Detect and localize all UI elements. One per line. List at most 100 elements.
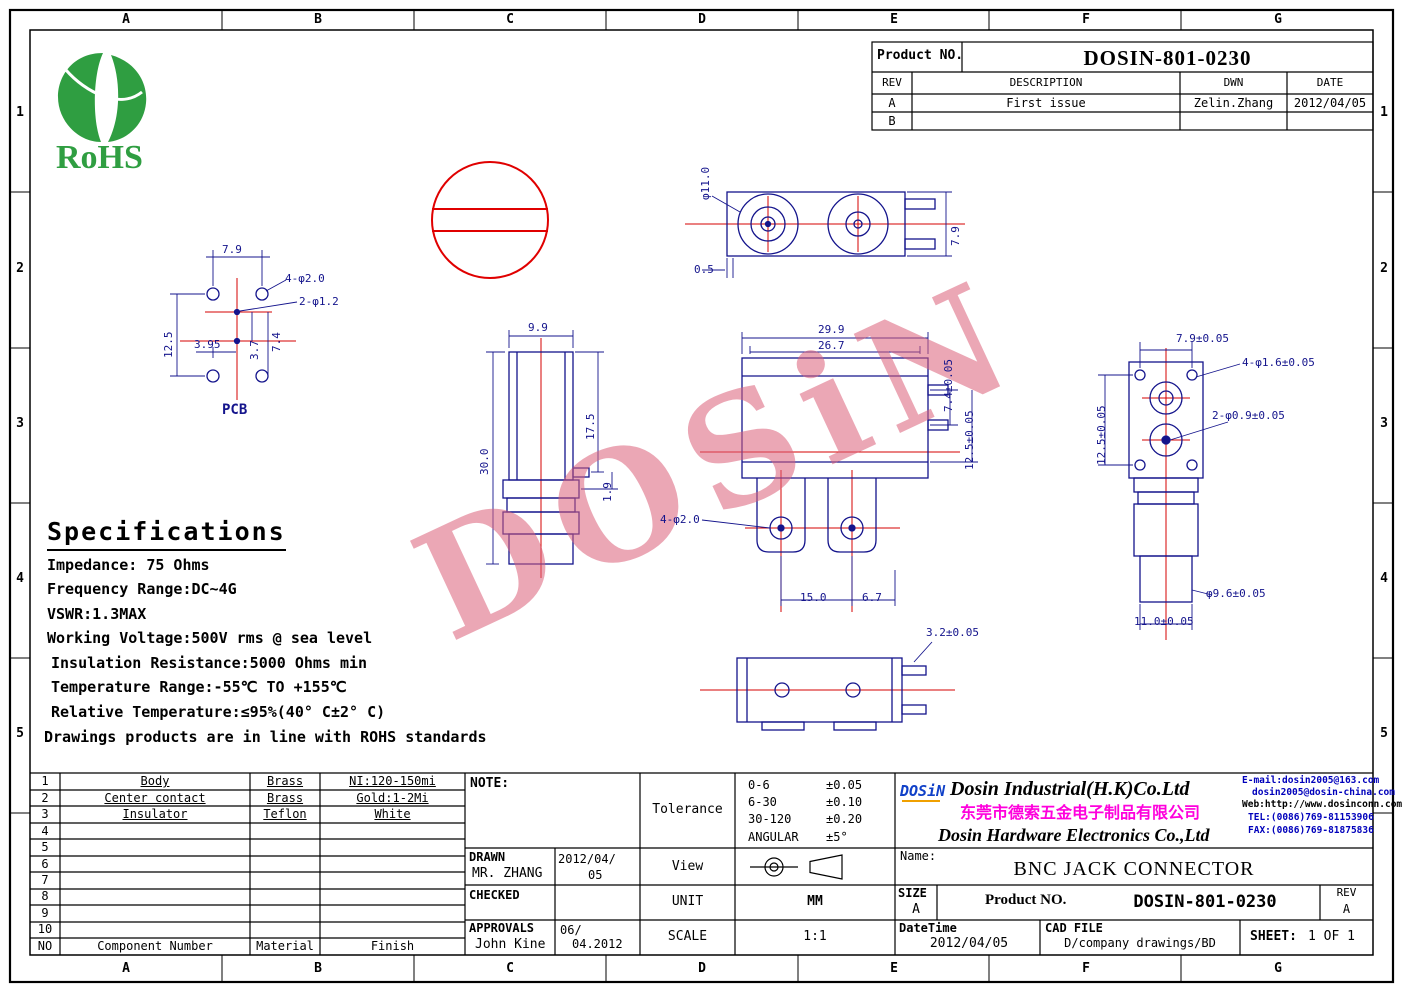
bom-no: 6 xyxy=(41,857,49,871)
bom-component: Center contact xyxy=(104,791,206,805)
bom-material: Teflon xyxy=(263,807,307,821)
grid-col-label: E xyxy=(890,12,898,27)
bom-no: 2 xyxy=(41,791,49,805)
dim-label: 4-φ1.6±0.05 xyxy=(1242,356,1315,369)
bom-finish: White xyxy=(374,807,411,821)
dim-label: 1.9 xyxy=(601,482,614,502)
bom-no: 10 xyxy=(37,922,53,936)
grid-row-label: 5 xyxy=(16,726,24,741)
grid-col-label: A xyxy=(122,12,130,27)
bom-component: Component Number xyxy=(97,939,213,953)
grid-col-label: D xyxy=(698,12,706,27)
bom-no: NO xyxy=(37,939,53,953)
tolerance-value: ±0.05 xyxy=(826,778,863,792)
dim-label: 2-φ1.2 xyxy=(299,295,339,308)
bom-no: 1 xyxy=(41,774,49,788)
bom-no: 5 xyxy=(41,840,49,854)
unit-label: UNIT xyxy=(671,894,704,909)
spec-line: Temperature Range:-55℃ TO +155℃ xyxy=(51,678,347,696)
title-block-grid xyxy=(30,772,1373,955)
dim-label: 7.9±0.05 xyxy=(1176,332,1229,345)
dwn-col-header: DWN xyxy=(1223,76,1244,89)
bom-material: Brass xyxy=(266,774,304,788)
projection-symbol-icon xyxy=(750,854,843,880)
approvals-date: 06/ xyxy=(560,923,582,937)
grid-col-label: E xyxy=(890,961,898,976)
dim-label: 12.5±0.05 xyxy=(1095,405,1108,465)
sheet-border xyxy=(8,8,1395,984)
product-no-value: DOSIN-801-0230 xyxy=(1133,892,1277,912)
grid-col-label: B xyxy=(314,12,322,27)
name-label: Name: xyxy=(900,849,937,863)
rev-label: REV xyxy=(1336,886,1357,899)
dim-label: 7.4±0.05 xyxy=(942,359,955,412)
dim-label: 26.7 xyxy=(818,339,845,352)
product-no-value: DOSIN-801-0230 xyxy=(1083,46,1252,70)
logo-accent xyxy=(902,800,940,802)
bom-material: Material xyxy=(256,939,314,953)
bom-no: 4 xyxy=(41,824,49,838)
rev-value: A xyxy=(1342,902,1351,916)
company-name-hw: Dosin Hardware Electronics Co.,Ltd xyxy=(938,825,1210,845)
revision-rev: B xyxy=(888,114,896,128)
contact-line: TEL:(0086)769-81153906 xyxy=(1248,812,1374,823)
spec-line: Drawings products are in line with ROHS … xyxy=(44,728,487,746)
top-view xyxy=(685,191,965,278)
approvals-name: John Kine xyxy=(475,937,546,952)
drawn-name: MR. ZHANG xyxy=(472,866,543,881)
company-name-hk: Dosin Industrial(H.K)Co.Ltd xyxy=(950,778,1190,800)
specifications-title: Specifications xyxy=(47,517,286,551)
bom-no: 9 xyxy=(41,906,49,920)
contact-line: E-mail:dosin2005@163.com xyxy=(1242,775,1380,786)
dim-label: φ11.0 xyxy=(699,166,712,200)
spec-line: VSWR:1.3MAX xyxy=(47,605,147,623)
product-no-label: Product NO. xyxy=(877,48,964,63)
revision-description: First issue xyxy=(1006,96,1086,110)
dim-label: 2-φ0.9±0.05 xyxy=(1212,409,1285,422)
grid-row-label: 3 xyxy=(16,416,24,431)
rohs-label: RoHS xyxy=(56,139,143,176)
revision-table-grid xyxy=(871,41,1374,131)
revision-rev: A xyxy=(888,96,896,110)
tolerance-range: 0-6 xyxy=(748,778,770,792)
grid-row-label: 2 xyxy=(16,261,24,276)
approvals-label: APPROVALS xyxy=(469,921,535,935)
size-label: SIZE xyxy=(898,886,927,900)
grid-col-label: F xyxy=(1082,961,1090,976)
grid-row-label: 2 xyxy=(1380,261,1388,276)
revision-dwn: Zelin.Zhang xyxy=(1193,96,1274,110)
spec-line: Frequency Range:DC~4G xyxy=(47,580,237,598)
dim-label: 15.0 xyxy=(800,591,827,604)
unit-value: MM xyxy=(807,894,823,909)
sheet-value: 1 OF 1 xyxy=(1308,929,1355,944)
dim-label: 30.0 xyxy=(478,448,491,476)
grid-row-label: 5 xyxy=(1380,726,1388,741)
dim-label: 3.2±0.05 xyxy=(926,626,979,639)
bom-no: 8 xyxy=(41,889,49,903)
bom-component: Body xyxy=(140,774,170,788)
dim-label: 17.5 xyxy=(584,413,597,441)
dim-label: 29.9 xyxy=(818,323,845,336)
spec-line: Working Voltage:500V rms @ sea level xyxy=(47,629,373,647)
company-logo: DOSiN xyxy=(900,782,946,800)
grid-row-label: 4 xyxy=(16,571,24,586)
note-label: NOTE: xyxy=(470,776,510,791)
dim-label: 12.5 xyxy=(162,331,175,359)
grid-col-label: B xyxy=(314,961,322,976)
section-symbol xyxy=(431,161,549,279)
cadfile-label: CAD FILE xyxy=(1045,921,1103,935)
grid-col-label: A xyxy=(122,961,130,976)
bom-no: 7 xyxy=(41,873,49,887)
bom-material: Brass xyxy=(266,791,304,805)
bom-finish: Gold:1-2Mi xyxy=(356,791,429,805)
view-label: View xyxy=(671,859,704,874)
dim-label: 7.9 xyxy=(222,243,242,256)
spec-line: Impedance: 75 Ohms xyxy=(47,556,210,574)
size-value: A xyxy=(912,902,920,917)
grid-row-label: 1 xyxy=(1380,105,1388,120)
grid-col-label: G xyxy=(1274,961,1282,976)
product-no-label: Product NO. xyxy=(985,892,1067,908)
grid-row-label: 3 xyxy=(1380,416,1388,431)
grid-row-label: 1 xyxy=(16,105,24,120)
dim-label: 11.0±0.05 xyxy=(1134,615,1194,628)
